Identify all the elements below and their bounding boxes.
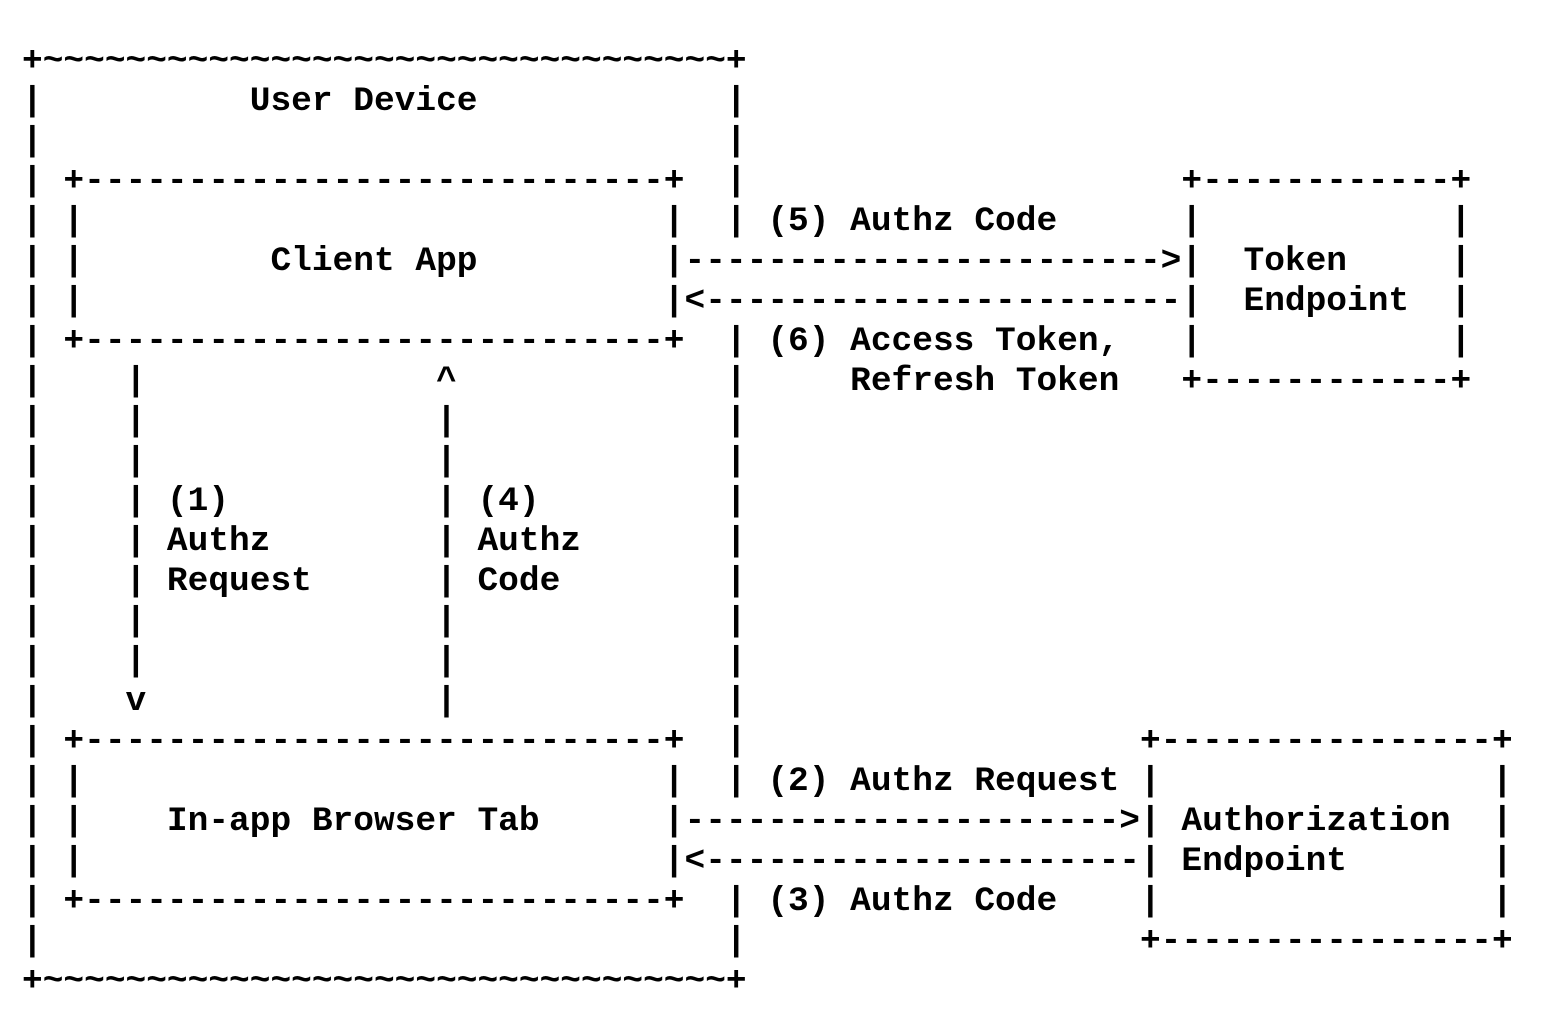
ascii-line: | +----------------------------+ | (3) A… [22,882,1513,921]
ascii-line: | | In-app Browser Tab |----------------… [22,802,1513,841]
ascii-line: | | ^ | Refresh Token +------------+ [22,362,1472,401]
ascii-line: | | Request | Code | [22,562,747,601]
ascii-line: | | [22,122,747,161]
ascii-line: | | Authz | Authz | [22,522,747,561]
ascii-line: | | | | [22,442,747,481]
ascii-line: | | |<---------------------| Endpoint | [22,842,1513,881]
ascii-line: | | | | [22,642,747,681]
ascii-line: | +----------------------------+ | +----… [22,722,1513,761]
ascii-line: | | | | (5) Authz Code | | [22,202,1472,241]
ascii-line: | | |<-----------------------| Endpoint … [22,282,1472,321]
ascii-line: | | | | [22,402,747,441]
ascii-line: | v | | [22,682,747,721]
ascii-line: +~~~~~~~~~~~~~~~~~~~~~~~~~~~~~~~~~+ [22,962,747,1001]
ascii-line: +~~~~~~~~~~~~~~~~~~~~~~~~~~~~~~~~~+ [22,42,747,81]
ascii-line: | | | | [22,602,747,641]
ascii-line: | | (1) | (4) | [22,482,747,521]
ascii-line: | +----------------------------+ | +----… [22,162,1472,201]
ascii-line: | +----------------------------+ | (6) A… [22,322,1472,361]
ascii-line: | User Device | [22,82,747,121]
ascii-line: | | | | (2) Authz Request | | [22,762,1513,801]
ascii-line: | | +----------------+ [22,922,1513,961]
ascii-line: | | Client App |----------------------->… [22,242,1472,281]
